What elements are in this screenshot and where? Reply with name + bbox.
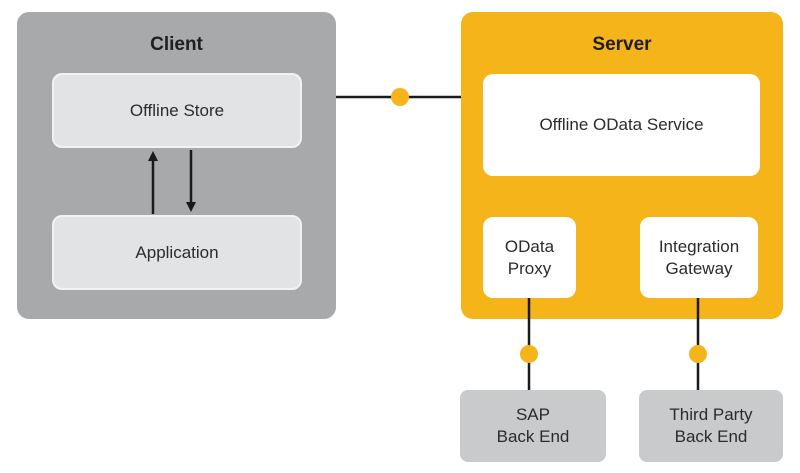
odata-proxy-label: OData Proxy — [504, 236, 555, 278]
third-party-backend-box: Third Party Back End — [639, 390, 783, 462]
gateway-thirdparty-connector-dot — [689, 345, 707, 363]
sap-backend-box: SAP Back End — [460, 390, 606, 462]
integration-gateway-box: Integration Gateway — [640, 217, 758, 298]
offline-odata-service-label: Offline OData Service — [539, 115, 704, 134]
offline-store-box: Offline Store — [52, 73, 302, 148]
offline-odata-service-box: Offline OData Service — [483, 74, 760, 176]
proxy-sap-connector-dot — [520, 345, 538, 363]
sap-backend-label: SAP Back End — [496, 405, 570, 446]
application-box: Application — [52, 215, 302, 290]
client-title: Client — [150, 34, 203, 55]
server-title: Server — [592, 34, 652, 55]
odata-proxy-box: OData Proxy — [483, 217, 576, 298]
application-label: Application — [135, 242, 219, 262]
offline-store-label: Offline Store — [129, 100, 225, 120]
client-server-connector-dot — [391, 88, 409, 106]
third-party-backend-label: Third Party Back End — [669, 405, 753, 446]
integration-gateway-label: Integration Gateway — [658, 236, 740, 278]
